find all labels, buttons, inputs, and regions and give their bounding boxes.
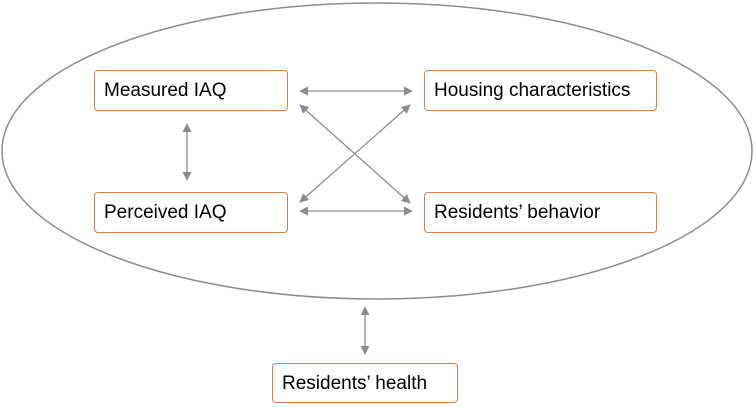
node-measured-iaq: Measured IAQ [94,70,288,111]
group-ellipse [1,2,753,300]
node-residents-behavior: Residents’ behavior [424,192,657,233]
node-label: Housing characteristics [434,80,631,101]
node-label: Residents’ health [282,372,428,394]
node-housing-characteristics: Housing characteristics [424,70,657,111]
node-perceived-iaq: Perceived IAQ [94,192,288,233]
node-label: Perceived IAQ [104,202,227,223]
node-label: Residents’ behavior [434,202,601,223]
node-label: Measured IAQ [104,80,227,101]
arrow-perceived-housing [299,104,411,203]
node-residents-health: Residents’ health [272,363,458,403]
